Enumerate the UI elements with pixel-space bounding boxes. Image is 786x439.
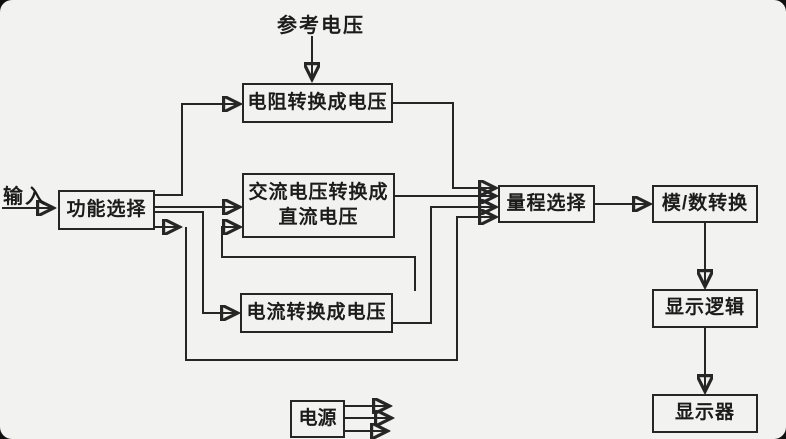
edge-function-select-to-current	[155, 211, 236, 313]
block-analog-digital-convert: 模/数转换	[652, 185, 758, 223]
edge-function-select-to-resistance	[155, 104, 238, 196]
block-ac-to-dc-line1: 交流电压转换成	[248, 181, 389, 203]
block-power-supply-label: 电源	[298, 407, 337, 429]
block-display-logic: 显示逻辑	[652, 289, 758, 328]
block-range-select: 量程选择	[498, 185, 595, 223]
block-resistance-to-voltage: 电阻转换成电压	[242, 83, 393, 123]
block-current-to-voltage: 电流转换成电压	[240, 293, 393, 333]
block-power-supply: 电源	[290, 400, 345, 438]
edge-current-to-ac-dc	[221, 227, 416, 291]
block-current-to-voltage-label: 电流转换成电压	[246, 301, 387, 323]
block-resistance-to-voltage-label: 电阻转换成电压	[247, 91, 388, 113]
reference-voltage-label: 参考电压	[277, 15, 365, 37]
block-analog-digital-convert-label: 模/数转换	[661, 192, 749, 214]
block-ac-to-dc-voltage: 交流电压转换成 直流电压	[242, 173, 395, 238]
block-range-select-label: 量程选择	[506, 192, 587, 214]
block-display-unit: 显示器	[652, 394, 758, 433]
block-function-select-label: 功能选择	[66, 198, 147, 220]
input-label: 输入	[3, 186, 47, 208]
block-function-select: 功能选择	[58, 190, 155, 230]
block-ac-to-dc-line2: 直流电压	[278, 206, 359, 228]
block-display-unit-label: 显示器	[674, 402, 735, 424]
edge-resistance-to-range-select	[393, 102, 494, 188]
block-display-logic-label: 显示逻辑	[664, 297, 745, 319]
edge-current-to-range-select	[393, 207, 494, 324]
edge-function-select-bypass-to-range-select	[185, 217, 494, 361]
